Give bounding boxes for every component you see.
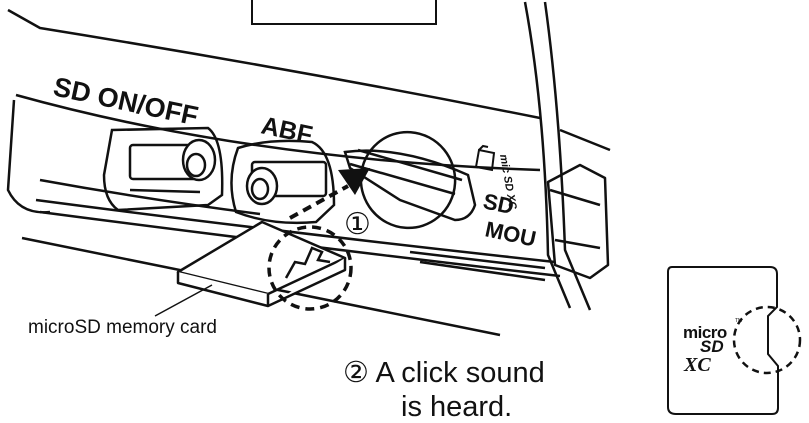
card-logo-tm: TM <box>735 318 742 324</box>
insertion-arrow-line <box>289 184 349 220</box>
card-logo-xc: XC <box>683 354 711 376</box>
card-logo-sd: SD <box>700 337 724 356</box>
card-slot-icon <box>474 144 496 172</box>
abf-label: ABF <box>259 111 315 149</box>
sd-onoff-switch <box>102 126 224 212</box>
abf-button <box>230 139 336 225</box>
step1-marker: ① <box>344 207 371 242</box>
microsd-card-inserted <box>176 220 347 308</box>
caption-leader-line <box>154 284 213 317</box>
step2-text-line2: is heard. <box>401 391 513 423</box>
sd-mount-label-1: SD <box>481 188 516 219</box>
card-notch-highlight <box>267 225 353 311</box>
step2-text-line1: ② A click sound <box>343 357 545 389</box>
card-caption: microSD memory card <box>28 317 217 338</box>
card-notch-shape <box>284 246 331 279</box>
insertion-arrow-head <box>338 168 370 195</box>
microsd-card-standalone: micro TM SD XC <box>667 266 802 415</box>
camera-body <box>6 1 611 337</box>
sd-mount-label-2: MOU <box>483 216 538 251</box>
top-label-box <box>251 0 437 25</box>
card-logo-micro: micro <box>683 323 727 342</box>
